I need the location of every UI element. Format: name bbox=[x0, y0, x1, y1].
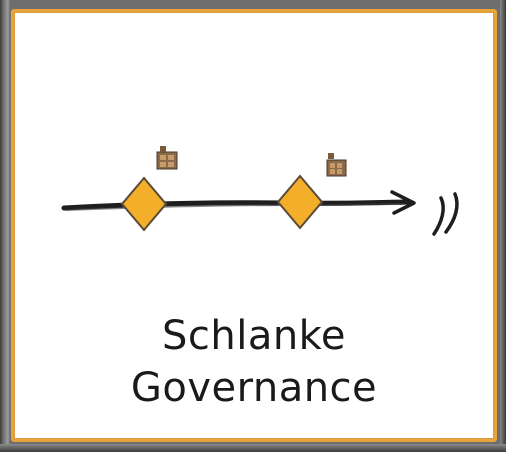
card-title: Schlanke Governance bbox=[14, 310, 494, 414]
package-2-icon bbox=[326, 153, 347, 177]
arrow-right-icon bbox=[390, 190, 416, 215]
double-slash-icon bbox=[432, 192, 459, 236]
timeline-line bbox=[61, 199, 412, 211]
governance-card[interactable]: Schlanke Governance bbox=[11, 9, 497, 442]
timeline-diagram bbox=[61, 146, 459, 236]
package-1-icon bbox=[156, 146, 178, 170]
card-title-line-2: Governance bbox=[130, 365, 378, 411]
milestone-1-diamond-icon bbox=[120, 176, 168, 232]
window-edge-right bbox=[500, 0, 506, 452]
milestone-2-diamond-icon bbox=[276, 174, 324, 230]
card-title-line-1: Schlanke bbox=[161, 313, 347, 359]
window-edge-bottom bbox=[0, 444, 506, 452]
